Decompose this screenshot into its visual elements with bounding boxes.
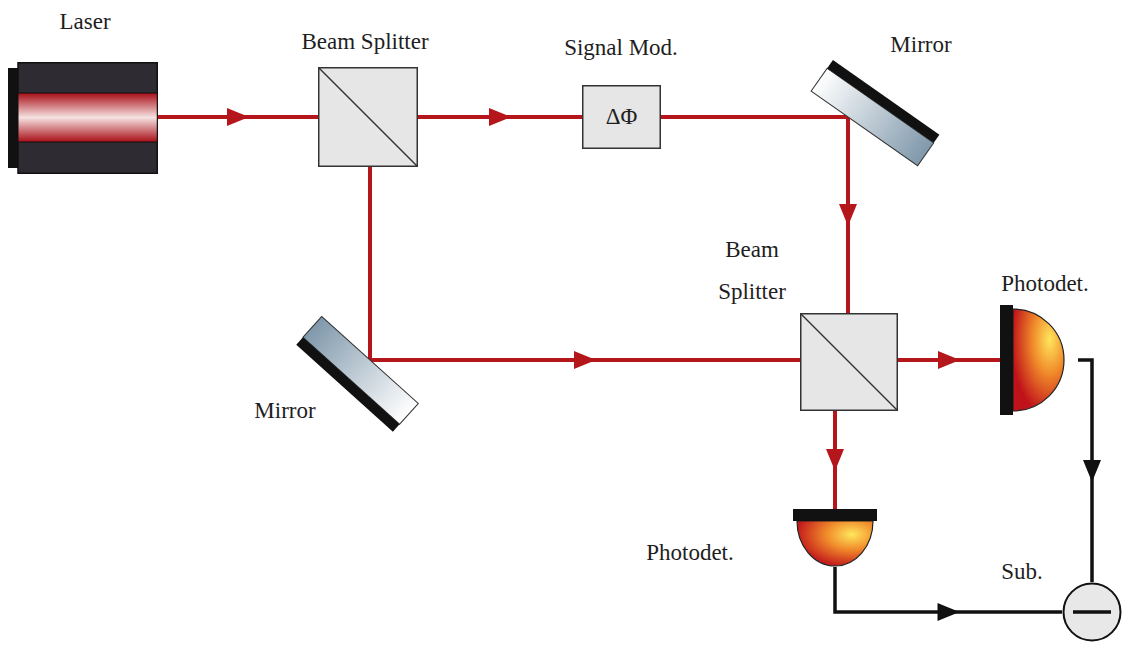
signal-modulator: Signal Mod.ΔΦ xyxy=(582,85,661,149)
laser-beam xyxy=(839,117,857,313)
laser-source: Laser xyxy=(8,62,158,174)
mirror-shape xyxy=(280,310,430,450)
arrow-head xyxy=(489,108,511,126)
connector-line xyxy=(661,115,848,119)
component-label: Photodet. xyxy=(1001,270,1089,298)
subtractor-shape xyxy=(1062,582,1122,642)
laser-beam xyxy=(370,167,371,360)
laser-beam xyxy=(661,117,848,118)
component-label: Signal Mod. xyxy=(564,34,678,62)
subtractor: Sub. xyxy=(1062,582,1122,642)
mirror-shape xyxy=(790,50,940,170)
arrow-head xyxy=(1083,460,1101,482)
laser-beam xyxy=(418,108,582,126)
laser-beam xyxy=(158,108,318,126)
photodetector-shape xyxy=(793,509,877,567)
mirror: Mirror xyxy=(280,310,430,450)
component-label: Mirror xyxy=(254,397,315,425)
connector-line xyxy=(368,167,372,360)
photodetector: Photodet. xyxy=(1000,305,1078,415)
component-label: Beam Splitter xyxy=(301,28,428,56)
arrow-head xyxy=(574,351,596,369)
arrow-head xyxy=(839,204,857,226)
component-label: Mirror xyxy=(890,31,951,59)
beam-splitter: Beam Splitter xyxy=(318,67,418,167)
beam-splitter-shape xyxy=(800,313,898,411)
photodetector: Photodet. xyxy=(793,509,877,567)
beam-splitter-shape xyxy=(318,67,418,167)
laser-source-shape xyxy=(8,62,158,174)
component-label: Sub. xyxy=(1001,558,1043,586)
component-label: Beam Splitter xyxy=(702,229,802,313)
symbol-text: ΔΦ xyxy=(606,103,638,131)
arrow-head xyxy=(826,449,844,471)
arrow-head xyxy=(938,351,960,369)
laser-beam xyxy=(898,351,1000,369)
beam-splitter: Beam Splitter xyxy=(800,313,898,411)
laser-beam xyxy=(370,351,800,369)
component-label: Photodet. xyxy=(646,539,734,567)
photodetector-shape xyxy=(1000,305,1078,415)
arrow-head xyxy=(938,603,960,621)
laser-beam xyxy=(826,411,844,509)
mirror: Mirror xyxy=(790,50,940,170)
signal-wire xyxy=(1078,360,1101,582)
arrow-head xyxy=(227,108,249,126)
component-label: Laser xyxy=(59,8,110,36)
